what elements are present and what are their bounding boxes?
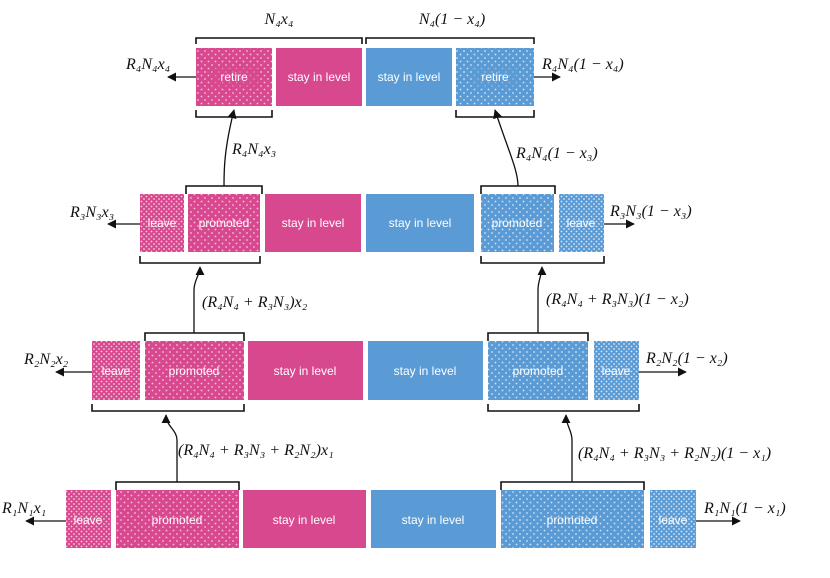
level3-promoted-left-label: promoted: [199, 216, 250, 230]
level1-promoted-left-label: promoted: [152, 513, 203, 527]
level1-out-right-math: R₁N₁(1 − x₁): [703, 500, 786, 517]
level4-stay-left-box: [276, 48, 362, 106]
level2-promoted-left-box: [145, 341, 244, 400]
level2-up-right-math: (R₄N₄ + R₃N₃)(1 − x₂): [546, 291, 689, 308]
level2-promoted-left-label: promoted: [169, 364, 220, 378]
level2-up-left-math: (R₄N₄ + R₃N₃)x₂: [202, 294, 308, 311]
level-2: leave promoted stay in level stay in lev…: [23, 266, 728, 412]
level2-bottom-left-brace: [91, 404, 245, 412]
level1-promoted-right-label: promoted: [547, 513, 598, 527]
level2-leave-left-box: [92, 341, 140, 400]
level3-up-left-arrow: [223, 109, 237, 187]
level2-stay-left-box: [248, 341, 363, 400]
level1-up-left-arrow: [161, 414, 178, 482]
level4-top-right-math: N₄(1 − x₄): [418, 11, 485, 28]
level3-leave-right-label: leave: [567, 216, 596, 230]
level1-top-left-brace: [115, 481, 240, 490]
level2-out-left-math: R₂N₂x₂: [23, 351, 69, 368]
level4-top-left-math: N₄x₄: [264, 11, 294, 28]
level3-stay-left-box: [265, 194, 361, 252]
level2-stay-right-box: [368, 341, 483, 400]
level4-stay-right-box: [366, 48, 452, 106]
level2-leave-right-box: [594, 341, 639, 400]
level2-promoted-right-box: [488, 341, 588, 400]
level3-promoted-right-label: promoted: [492, 216, 543, 230]
level3-stay-left-label: stay in level: [282, 216, 345, 230]
level3-out-left-math: R₃N₃x₃: [69, 204, 114, 221]
level3-up-left-math: R₄N₄x₃: [231, 141, 276, 158]
level2-stay-left-label: stay in level: [274, 364, 337, 378]
level2-top-left-brace: [144, 332, 245, 341]
level3-up-right-arrow: [493, 109, 519, 187]
level1-stay-left-box: [243, 490, 366, 548]
level2-out-right-math: R₂N₂(1 − x₂): [645, 350, 728, 367]
level3-out-right-math: R₃N₃(1 − x₃): [609, 203, 692, 220]
level1-stay-right-label: stay in level: [402, 513, 465, 527]
level1-top-right-brace: [500, 481, 645, 490]
level1-stay-right-box: [371, 490, 496, 548]
level2-stay-right-label: stay in level: [394, 364, 457, 378]
level4-top-left-brace: [195, 37, 363, 44]
level1-up-right-arrow: [561, 414, 573, 482]
level2-up-right-arrow: [537, 266, 547, 333]
level1-leave-left-box: [66, 490, 111, 548]
level1-up-left-math: (R₄N₄ + R₃N₃ + R₂N₂)x₁: [178, 442, 334, 459]
level-1: leave promoted stay in level stay in lev…: [1, 414, 786, 548]
level1-stay-left-label: stay in level: [273, 513, 336, 527]
level3-stay-right-label: stay in level: [389, 216, 452, 230]
level3-promoted-left-box: [188, 194, 260, 252]
level3-leave-right-box: [559, 194, 604, 252]
level3-top-right-brace: [480, 185, 556, 194]
level4-retire-left-label: retire: [220, 70, 248, 84]
level3-bottom-right-brace: [480, 256, 605, 264]
level4-stay-right-label: stay in level: [378, 70, 441, 84]
level3-bottom-left-brace: [139, 256, 261, 264]
level2-top-right-brace: [487, 332, 589, 341]
level1-up-right-math: (R₄N₄ + R₃N₃ + R₂N₂)(1 − x₁): [578, 445, 771, 462]
level2-promoted-right-label: promoted: [513, 364, 564, 378]
level1-promoted-left-box: [116, 490, 239, 548]
level4-out-right-math: R₄N₄(1 − x₄): [541, 56, 624, 73]
level3-up-right-math: R₄N₄(1 − x₃): [515, 145, 598, 162]
level4-retire-right-label: retire: [481, 70, 509, 84]
level3-top-left-brace: [185, 185, 263, 194]
level-4: retire stay in level stay in level retir…: [125, 11, 624, 118]
level3-promoted-right-box: [481, 194, 554, 252]
level2-bottom-right-brace: [487, 404, 640, 412]
level3-leave-left-label: leave: [148, 216, 177, 230]
level4-out-left-math: R₄N₄x₄: [125, 56, 170, 73]
level2-up-left-arrow: [193, 266, 205, 333]
level4-stay-left-label: stay in level: [288, 70, 351, 84]
level1-leave-right-label: leave: [659, 513, 688, 527]
level3-stay-right-box: [366, 194, 474, 252]
level1-out-left-math: R₁N₁x₁: [1, 500, 46, 517]
level4-top-right-brace: [365, 37, 535, 44]
level1-leave-left-label: leave: [74, 513, 103, 527]
level2-leave-right-label: leave: [602, 364, 631, 378]
level2-leave-left-label: leave: [102, 364, 131, 378]
level1-promoted-right-box: [501, 490, 644, 548]
level1-leave-right-box: [650, 490, 696, 548]
level3-leave-left-box: [140, 194, 184, 252]
level-3: leave promoted stay in level stay in lev…: [69, 109, 692, 264]
